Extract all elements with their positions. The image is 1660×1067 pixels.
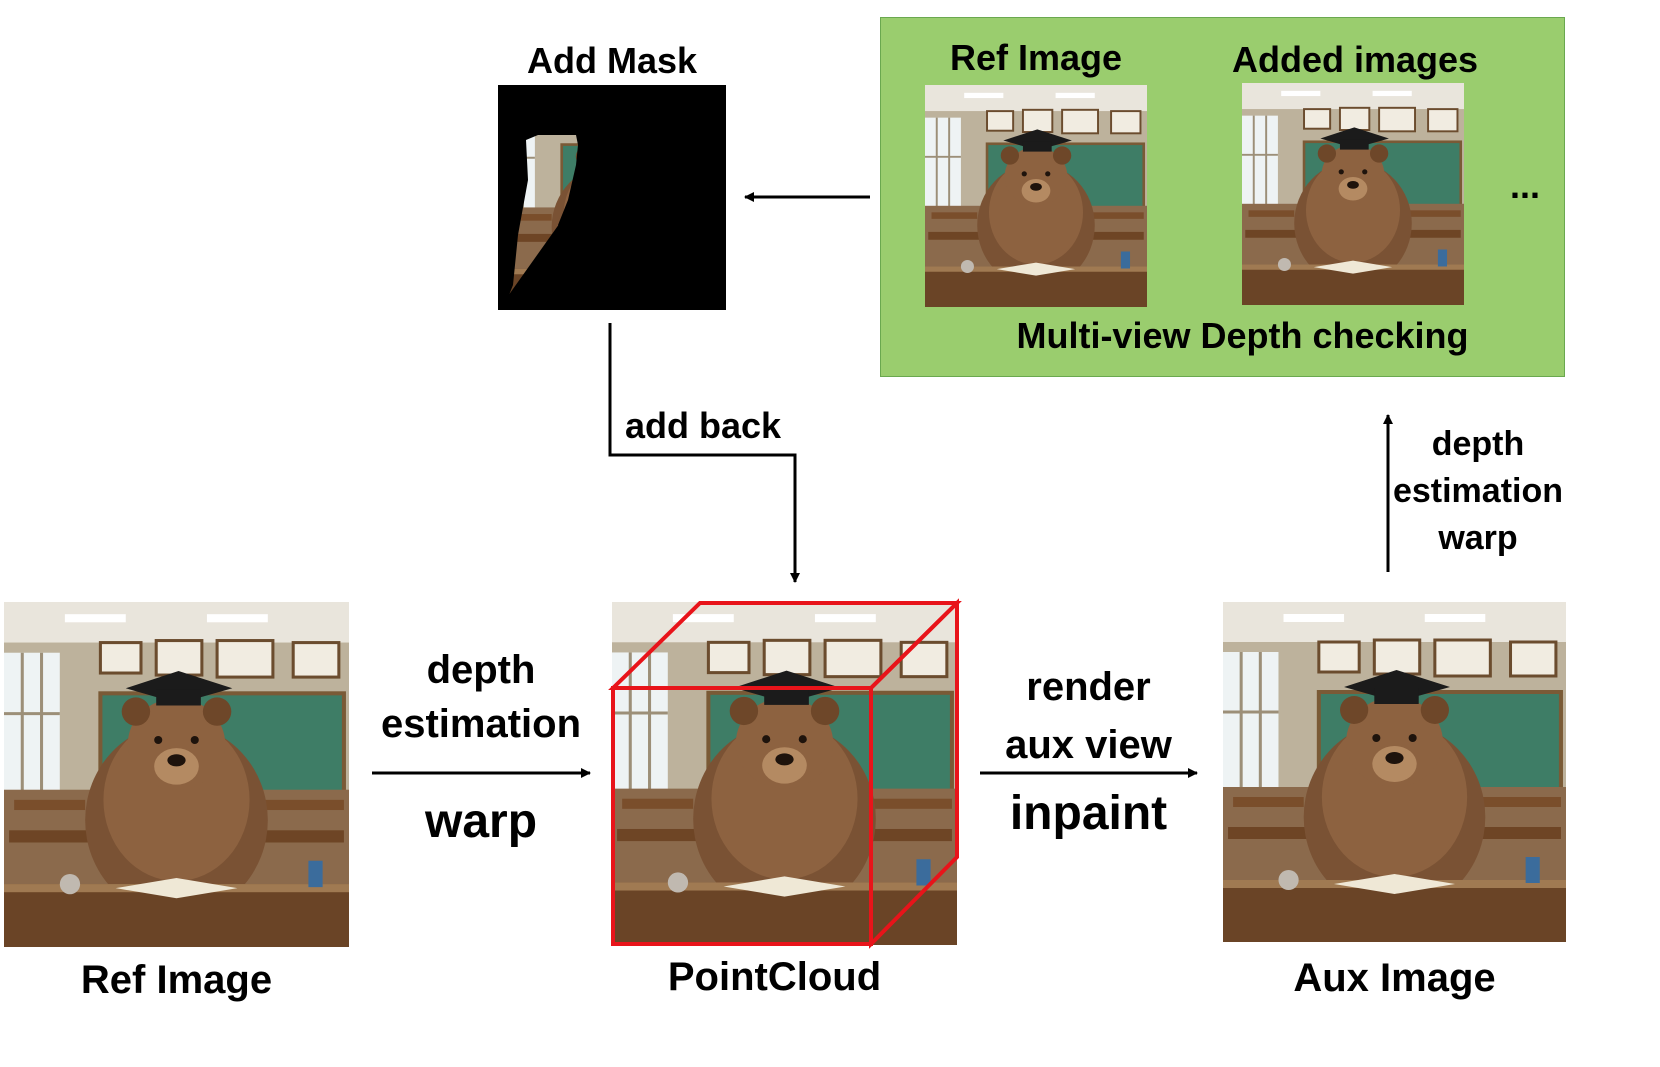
pointcloud-label: PointCloud (667, 955, 882, 999)
warp-label-left: warp (424, 795, 538, 848)
panel-ref-image (925, 85, 1147, 307)
depth-label-left: depth (426, 648, 536, 692)
ref-image-panel-label: Ref Image (949, 37, 1123, 78)
warp-label-right: warp (1438, 519, 1518, 557)
add-mask-label: Add Mask (526, 40, 698, 81)
ellipsis: ... (1509, 165, 1540, 206)
panel-added-image (1242, 83, 1464, 305)
aux-view-label: aux view (1005, 723, 1172, 767)
multiview-label: Multi-view Depth checking (1016, 315, 1469, 356)
render-label: render (1026, 665, 1151, 709)
pointcloud-image (612, 602, 957, 945)
mask-silhouette (498, 85, 726, 310)
ref-image (4, 602, 349, 947)
aux-image-label: Aux Image (1293, 956, 1496, 1000)
estimation-label-right: estimation (1392, 472, 1564, 510)
estimation-label-left: estimation (380, 702, 582, 746)
depth-label-right: depth (1431, 425, 1525, 463)
ref-image-label: Ref Image (80, 958, 273, 1002)
add-back-connector (608, 323, 800, 583)
aux-image (1223, 602, 1566, 942)
inpaint-label: inpaint (1009, 787, 1168, 840)
add-back-label: add back (624, 405, 782, 446)
mask-image (498, 85, 726, 310)
added-images-label: Added images (1231, 39, 1479, 80)
